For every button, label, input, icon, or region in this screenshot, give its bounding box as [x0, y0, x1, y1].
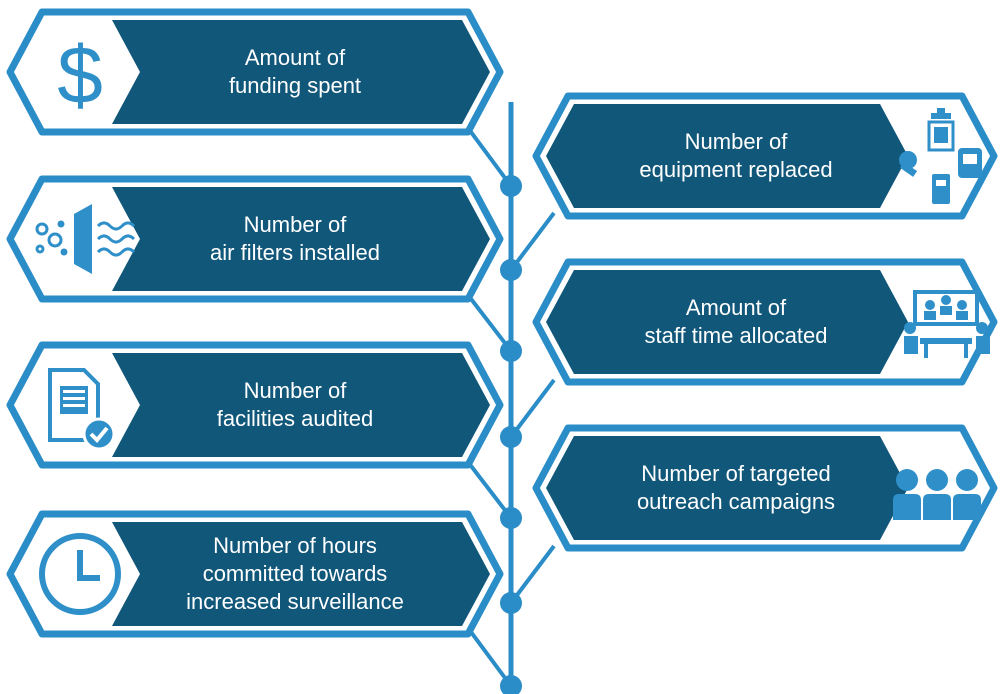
facilities-label-line1: Number of: [243, 378, 347, 403]
left-panel-funding: $: [6, 8, 504, 136]
outreach-label-line2: outreach campaigns: [636, 489, 836, 514]
air-filter-icon: [35, 204, 136, 274]
timeline-dot: [500, 675, 522, 694]
timeline-dot: [500, 592, 522, 614]
air-filters-label-line2: air filters installed: [210, 240, 380, 265]
funding-label-line2: funding spent: [228, 73, 362, 98]
right-panel-equipment: [532, 92, 998, 220]
timeline-dot: [500, 175, 522, 197]
connectors: [466, 126, 556, 688]
facilities-label-line2: facilities audited: [216, 406, 374, 431]
left-panel-air-filters: [6, 175, 504, 303]
clock-icon: [39, 533, 121, 615]
meeting-icon: [904, 290, 990, 358]
left-panel-facilities: [6, 341, 504, 469]
staff-time-label-line1: Amount of: [685, 295, 787, 320]
dollar-icon: $: [57, 30, 103, 121]
hours-label-line1: Number of hours: [213, 533, 377, 558]
timeline-dot: [500, 340, 522, 362]
right-panel-outreach: [532, 424, 998, 552]
equipment-icon: [899, 108, 982, 204]
equipment-label-line1: Number of: [684, 129, 788, 154]
air-filters-label-line1: Number of: [243, 212, 347, 237]
timeline-dot: [500, 426, 522, 448]
document-check-icon: [48, 368, 116, 451]
timeline-dot: [500, 507, 522, 529]
hours-label-line2: committed towards: [202, 561, 388, 586]
svg-text:$: $: [57, 30, 103, 121]
timeline-dot: [500, 259, 522, 281]
timeline-dots: [500, 175, 522, 694]
people-group-icon: [893, 469, 981, 520]
right-panel-staff-time: [532, 258, 998, 386]
hours-label-line3: increased surveillance: [186, 589, 404, 614]
left-panel-hours: [6, 510, 504, 638]
outreach-label-line1: Number of targeted: [641, 461, 831, 486]
staff-time-label-line2: staff time allocated: [644, 323, 828, 348]
equipment-label-line2: equipment replaced: [639, 157, 833, 182]
funding-label-line1: Amount of: [244, 45, 346, 70]
